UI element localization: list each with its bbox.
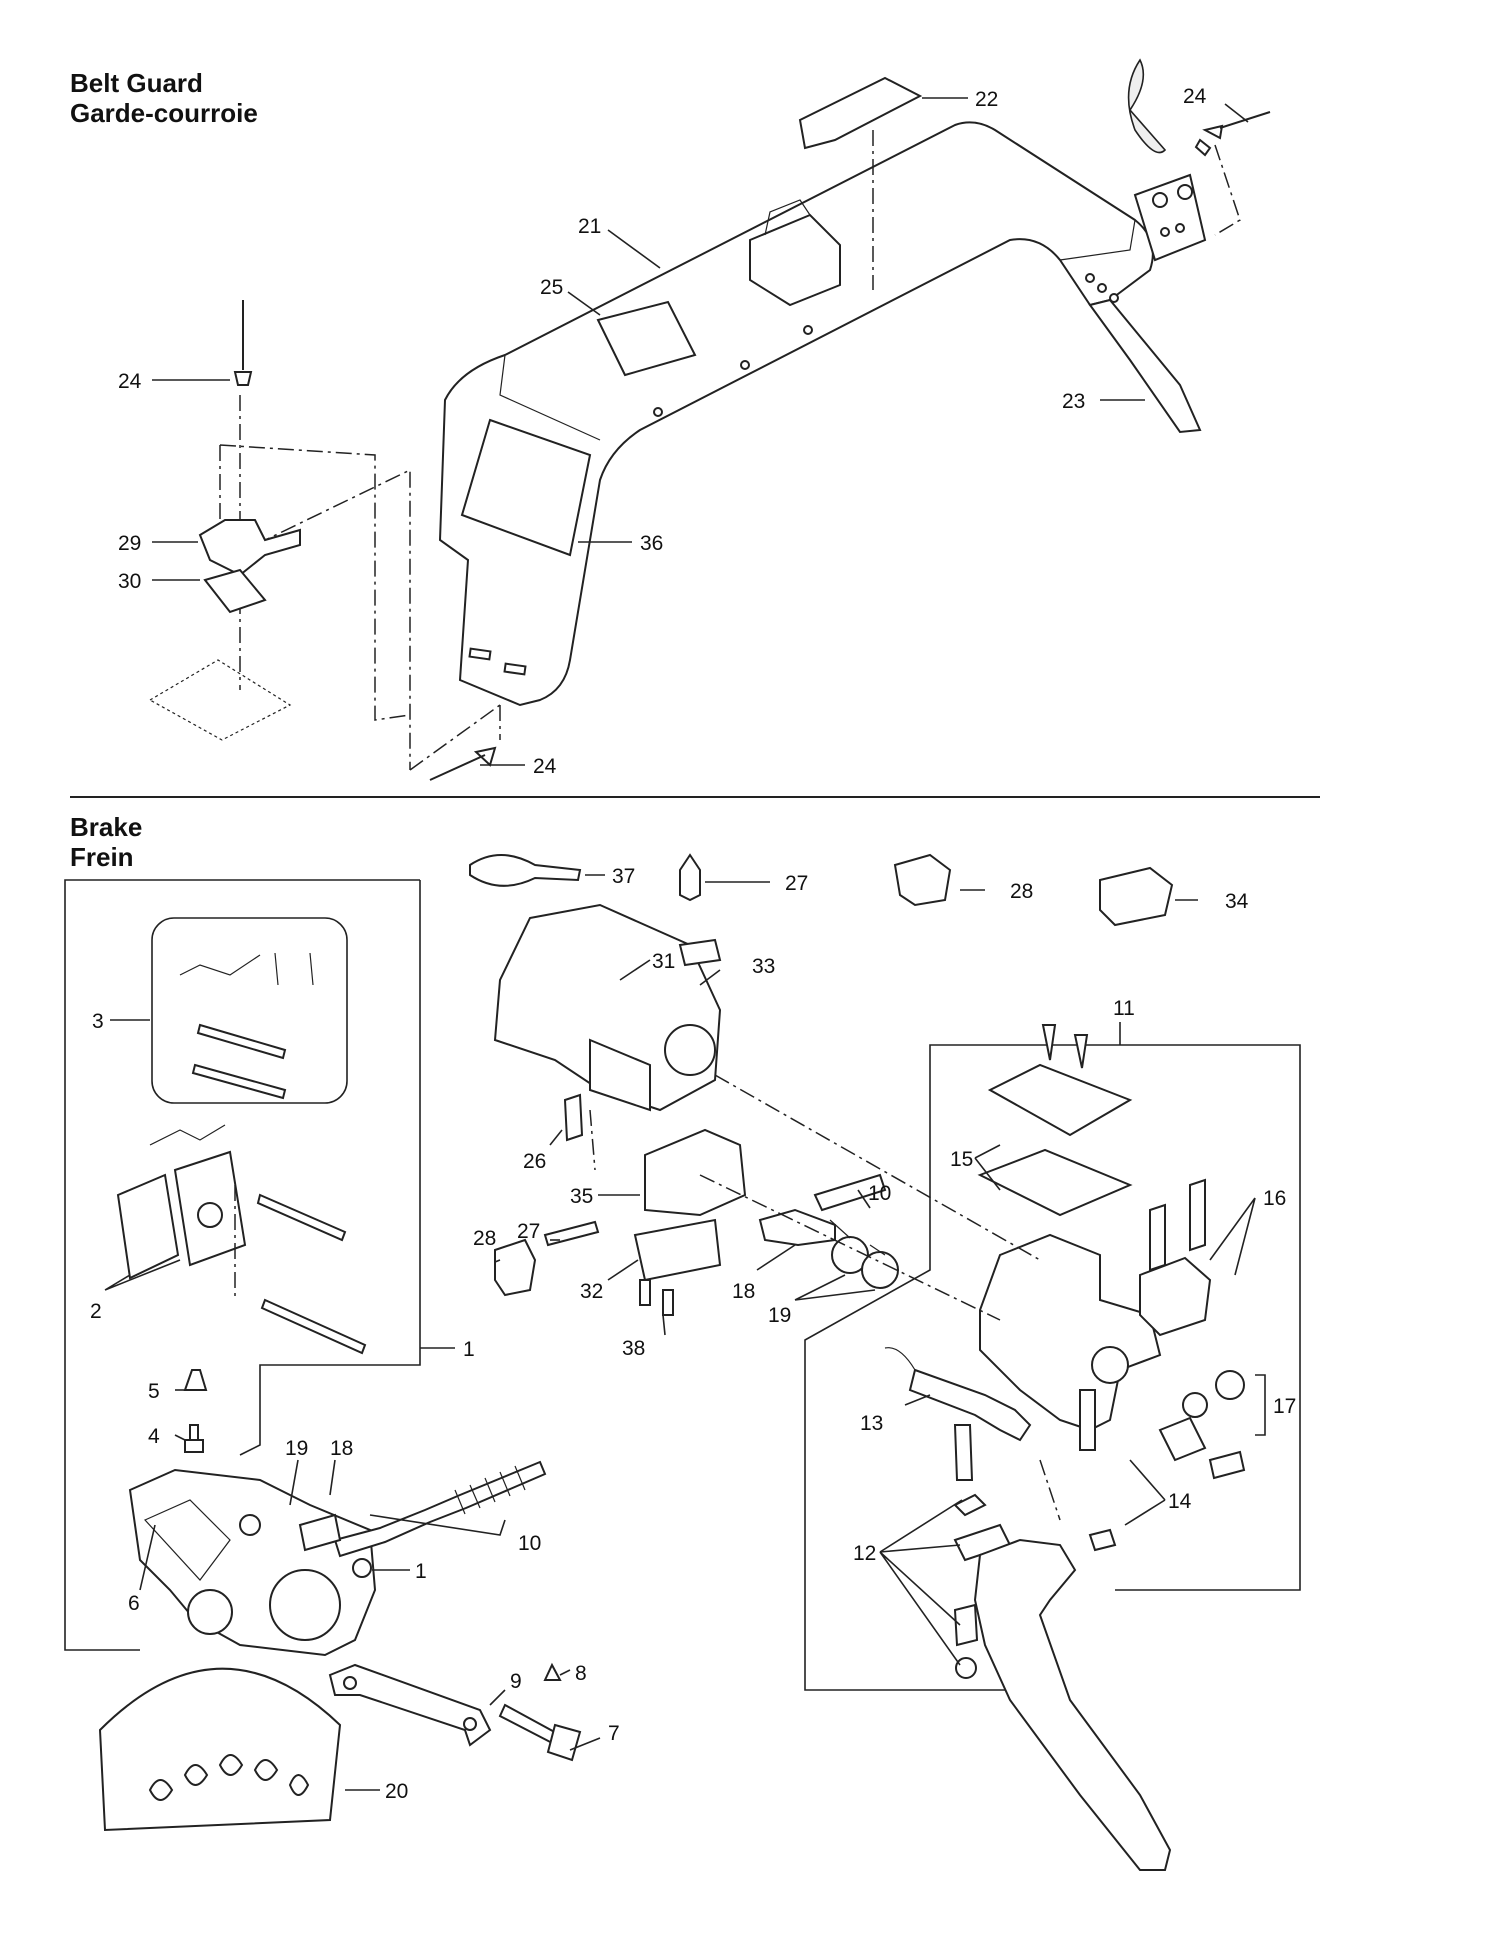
callout-bg-30: 30 xyxy=(118,570,141,593)
banjo-bolt-18 xyxy=(758,1208,836,1247)
callout-br-27-top: 27 xyxy=(785,872,808,895)
callout-bg-36: 36 xyxy=(640,532,663,555)
section-divider xyxy=(70,796,1320,798)
callout-br-28-top: 28 xyxy=(1010,880,1033,903)
callout-br-4: 4 xyxy=(148,1425,160,1448)
brake-hose-caliper xyxy=(333,1460,547,1558)
callout-br-16: 16 xyxy=(1263,1187,1286,1210)
cable-tie xyxy=(469,854,582,887)
callout-br-34: 34 xyxy=(1225,890,1249,913)
callout-br-7: 7 xyxy=(608,1722,620,1745)
callout-br-2: 2 xyxy=(90,1300,102,1323)
belt-guard-title: Belt Guard Garde-courroie xyxy=(70,68,258,128)
belt-guard-title-en: Belt Guard xyxy=(70,68,203,98)
master-cylinder-kit-frame xyxy=(1115,1044,1301,1591)
clip-29 xyxy=(198,519,301,577)
callout-br-12: 12 xyxy=(853,1542,876,1565)
callout-br-11: 11 xyxy=(1113,997,1135,1020)
hardware-kit-box xyxy=(151,917,348,1104)
mount-surface xyxy=(148,659,292,741)
callout-br-1-box: 1 xyxy=(463,1338,475,1361)
callout-bg-29: 29 xyxy=(118,532,141,555)
callout-bg-23: 23 xyxy=(1062,390,1085,413)
plate-30 xyxy=(203,568,267,614)
callout-br-35: 35 xyxy=(570,1185,593,1208)
callout-br-18-mid: 18 xyxy=(732,1280,755,1303)
callout-br-9: 9 xyxy=(510,1670,522,1693)
brake-light-switch xyxy=(644,1128,747,1217)
callout-br-37: 37 xyxy=(612,865,635,888)
master-cylinder-body xyxy=(979,1233,1162,1432)
brake-disc xyxy=(98,1667,342,1832)
callout-br-8: 8 xyxy=(575,1662,587,1685)
callout-br-31: 31 xyxy=(652,950,675,973)
belt-guard-title-fr: Garde-courroie xyxy=(70,98,258,128)
callout-bg-22: 22 xyxy=(975,88,998,111)
label-25 xyxy=(596,300,697,377)
callout-br-1-caliper: 1 xyxy=(415,1560,427,1583)
callout-br-3: 3 xyxy=(92,1010,104,1033)
master-piston xyxy=(908,1368,1032,1442)
brake-pad-outer xyxy=(116,1173,180,1280)
callout-br-20: 20 xyxy=(385,1780,408,1803)
brake-title: Brake Frein xyxy=(70,812,142,872)
callout-br-5: 5 xyxy=(148,1380,160,1403)
bracket-23 xyxy=(1088,298,1202,434)
brake-title-en: Brake xyxy=(70,812,143,842)
callout-labels: 22 24 21 25 24 23 29 36 30 24 37 27 28 3… xyxy=(90,85,1296,1803)
callout-bg-24-top: 24 xyxy=(1183,85,1207,108)
brake-lever xyxy=(973,1538,1172,1871)
switch-housing xyxy=(493,903,722,1112)
handlebar-clamp xyxy=(1139,1256,1212,1337)
label-33 xyxy=(678,938,722,967)
callout-bg-21: 21 xyxy=(578,215,601,238)
callout-bg-25: 25 xyxy=(540,276,563,299)
callout-bg-24-bottom: 24 xyxy=(533,755,557,778)
callout-br-19-mid: 19 xyxy=(768,1304,791,1327)
caliper-kit-frame xyxy=(64,879,420,1651)
callout-leaders xyxy=(104,97,1266,1791)
switch-plate xyxy=(633,1218,722,1282)
connector-28-top xyxy=(893,853,952,907)
callout-br-18-low: 18 xyxy=(330,1437,353,1460)
brake-caliper xyxy=(128,1468,377,1657)
callout-br-13: 13 xyxy=(860,1412,883,1435)
bracket-9 xyxy=(328,1663,492,1747)
guard-window xyxy=(460,418,592,557)
decal-22 xyxy=(798,76,923,150)
callout-br-10-low: 10 xyxy=(518,1532,541,1555)
callout-br-15: 15 xyxy=(950,1148,973,1171)
callout-br-32: 32 xyxy=(580,1280,603,1303)
callout-br-33: 33 xyxy=(752,955,775,978)
belt-guard-shell xyxy=(438,121,1154,707)
brake-title-fr: Frein xyxy=(70,842,134,872)
washer-8 xyxy=(543,1662,562,1681)
connector-34 xyxy=(1099,866,1174,927)
callout-br-19-low: 19 xyxy=(285,1437,308,1460)
bleeder-screw xyxy=(184,1424,204,1453)
callout-br-28-left: 28 xyxy=(473,1227,496,1250)
reservoir-cap xyxy=(987,1063,1133,1137)
connector-28-left xyxy=(494,1238,537,1297)
callout-br-17: 17 xyxy=(1273,1395,1296,1418)
reservoir-diaphragm xyxy=(977,1148,1133,1217)
terminal-27-top xyxy=(679,853,701,902)
callout-br-6: 6 xyxy=(128,1592,140,1615)
callout-br-38: 38 xyxy=(622,1337,645,1360)
callout-br-26: 26 xyxy=(523,1150,546,1173)
callout-br-10-mid: 10 xyxy=(868,1182,891,1205)
callout-bg-24-left: 24 xyxy=(118,370,142,393)
bleeder-cap xyxy=(183,1369,208,1391)
callout-br-14: 14 xyxy=(1168,1490,1192,1513)
callout-br-27-mid: 27 xyxy=(517,1220,540,1243)
belt-guard-assembly xyxy=(148,58,1271,781)
